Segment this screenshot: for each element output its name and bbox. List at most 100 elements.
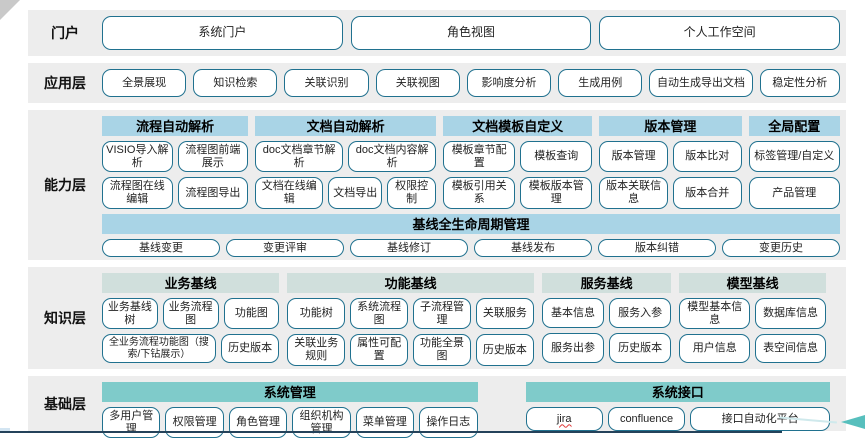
capability-box: 标签管理/自定义 xyxy=(748,141,840,173)
layer-label: 能力层 xyxy=(44,177,86,193)
bottom-left-line-decoration xyxy=(0,428,10,431)
knowledge-group-model: 模型基线 模型基本信息 数据库信息 用户信息 表空间信息 xyxy=(679,273,826,363)
base-group-system-interface: 系统接口 jira confluence 接口自动化平台 xyxy=(525,382,831,431)
base-box: 组织机构管理 xyxy=(292,407,351,438)
left-arrow-decoration xyxy=(841,415,865,429)
group-header: 系统管理 xyxy=(102,382,478,402)
capability-box: 流程图在线编辑 xyxy=(102,177,173,209)
knowledge-box: 全业务流程功能图（搜索/下钻展示） xyxy=(102,334,216,364)
baseline-box: 版本纠错 xyxy=(598,238,716,258)
layer-label: 应用层 xyxy=(44,75,86,91)
capability-box: 权限控制 xyxy=(387,177,437,209)
capability-box: 流程图导出 xyxy=(177,177,249,209)
knowledge-box: 关联服务 xyxy=(475,298,534,330)
group-header: 流程自动解析 xyxy=(102,116,249,136)
group-header: 文档自动解析 xyxy=(255,116,437,136)
group-header: 业务基线 xyxy=(102,273,280,293)
knowledge-box: 功能树 xyxy=(287,298,346,330)
capability-group-version: 版本管理 版本管理 版本比对 版本关联信息 版本合并 xyxy=(599,116,742,209)
knowledge-box: 关联业务规则 xyxy=(287,334,346,366)
group-header: 功能基线 xyxy=(287,273,534,293)
capability-group-template: 文档模板自定义 模板章节配置 模板查询 模板引用关系 模板版本管理 xyxy=(443,116,593,209)
knowledge-box: 历史版本 xyxy=(220,334,280,364)
group-header: 文档模板自定义 xyxy=(443,116,593,136)
layer-app: 应用层 全景展现 知识检索 关联识别 关联视图 影响度分析 生成用例 自动生成导… xyxy=(28,63,846,103)
capability-box: 版本管理 xyxy=(599,141,668,173)
group-header: 全局配置 xyxy=(748,116,840,136)
baseline-box: 变更历史 xyxy=(722,238,840,258)
capability-group-global: 全局配置 标签管理/自定义 产品管理 xyxy=(748,116,840,209)
baseline-box: 变更评审 xyxy=(226,238,344,258)
knowledge-box: 服务入参 xyxy=(609,298,672,328)
knowledge-box: 功能全景图 xyxy=(413,334,471,366)
spacer xyxy=(478,382,526,425)
knowledge-box: 服务出参 xyxy=(541,333,605,363)
base-box: 多用户管理 xyxy=(102,407,161,438)
capability-box: doc文档内容解析 xyxy=(348,141,437,173)
portal-item: 系统门户 xyxy=(102,16,343,50)
layer-portal: 门户 系统门户 角色视图 个人工作空间 xyxy=(28,10,846,56)
capability-group-process: 流程自动解析 VISIO导入解析 流程图前端展示 流程图在线编辑 流程图导出 xyxy=(102,116,249,209)
capability-box: 文档在线编辑 xyxy=(255,177,324,209)
knowledge-box: 表空间信息 xyxy=(755,334,826,363)
layer-capability: 能力层 流程自动解析 VISIO导入解析 流程图前端展示 流程图在线编辑 流程图… xyxy=(28,110,846,260)
portal-item: 个人工作空间 xyxy=(599,16,841,50)
base-box: 角色管理 xyxy=(228,407,288,438)
capability-box: 版本关联信息 xyxy=(599,177,668,209)
app-item: 稳定性分析 xyxy=(759,69,840,97)
layer-knowledge: 知识层 业务基线 业务基线树 业务流程图 功能图 全业务流程功能图（搜索/下钻展… xyxy=(28,267,846,369)
baseline-lifecycle-header: 基线全生命周期管理 xyxy=(102,213,840,234)
knowledge-group-business: 业务基线 业务基线树 业务流程图 功能图 全业务流程功能图（搜索/下钻展示） 历… xyxy=(102,273,280,364)
layer-label: 门户 xyxy=(51,25,79,41)
capability-box: VISIO导入解析 xyxy=(102,141,173,173)
knowledge-box: 基本信息 xyxy=(541,298,605,328)
corner-fold-decoration xyxy=(0,0,20,20)
knowledge-box: 业务流程图 xyxy=(162,298,219,330)
group-header: 版本管理 xyxy=(599,116,742,136)
baseline-box: 基线修订 xyxy=(350,238,468,258)
capability-box: 模板章节配置 xyxy=(443,141,516,173)
capability-box: 产品管理 xyxy=(748,177,840,209)
layer-label: 基础层 xyxy=(44,395,86,412)
capability-box: 模板版本管理 xyxy=(520,177,593,209)
architecture-diagram: 门户 系统门户 角色视图 个人工作空间 应用层 全景展现 知识检索 关联识别 关… xyxy=(28,10,846,438)
knowledge-box: 子流程管理 xyxy=(413,298,471,330)
base-box: 菜单管理 xyxy=(355,407,415,438)
knowledge-box: 用户信息 xyxy=(679,334,751,363)
knowledge-box: 数据库信息 xyxy=(755,298,826,330)
group-header: 服务基线 xyxy=(541,273,672,293)
capability-box: 版本合并 xyxy=(672,177,742,209)
capability-box: 模板引用关系 xyxy=(443,177,516,209)
app-item: 影响度分析 xyxy=(466,69,552,97)
base-group-system-management: 系统管理 多用户管理 权限管理 角色管理 组织机构管理 菜单管理 操作日志 xyxy=(102,382,478,438)
app-item: 关联识别 xyxy=(284,69,369,97)
layer-label: 知识层 xyxy=(44,310,86,326)
app-item: 生成用例 xyxy=(558,69,643,97)
app-item: 知识检索 xyxy=(193,69,278,97)
capability-box: 文档导出 xyxy=(328,177,383,209)
capability-group-document: 文档自动解析 doc文档章节解析 doc文档内容解析 文档在线编辑 文档导出 权… xyxy=(255,116,437,209)
knowledge-box: 功能图 xyxy=(223,298,280,330)
knowledge-box: 业务基线树 xyxy=(102,298,158,330)
app-item: 关联视图 xyxy=(375,69,460,97)
capability-box: doc文档章节解析 xyxy=(255,141,344,173)
knowledge-box: 历史版本 xyxy=(475,334,534,366)
knowledge-group-service: 服务基线 基本信息 服务入参 服务出参 历史版本 xyxy=(541,273,672,363)
capability-box: 流程图前端展示 xyxy=(177,141,249,173)
group-header: 系统接口 xyxy=(525,382,830,402)
jira-box: jira xyxy=(525,407,603,431)
knowledge-box: 系统流程图 xyxy=(350,298,409,330)
layer-base: 基础层 系统管理 多用户管理 权限管理 角色管理 组织机构管理 菜单管理 操作日… xyxy=(28,376,846,438)
knowledge-box: 历史版本 xyxy=(609,333,672,363)
knowledge-group-function: 功能基线 功能树 系统流程图 子流程管理 关联服务 关联业务规则 属性可配置 功… xyxy=(287,273,534,366)
portal-item: 角色视图 xyxy=(350,16,592,50)
capability-box: 模板查询 xyxy=(520,141,593,173)
knowledge-box: 模型基本信息 xyxy=(679,298,751,330)
confluence-box: confluence xyxy=(607,407,686,431)
app-item: 全景展现 xyxy=(102,69,187,97)
base-box: 权限管理 xyxy=(165,407,224,438)
capability-box: 版本比对 xyxy=(672,141,742,173)
baseline-box: 基线发布 xyxy=(474,238,592,258)
knowledge-box: 属性可配置 xyxy=(350,334,409,366)
group-header: 模型基线 xyxy=(679,273,826,293)
